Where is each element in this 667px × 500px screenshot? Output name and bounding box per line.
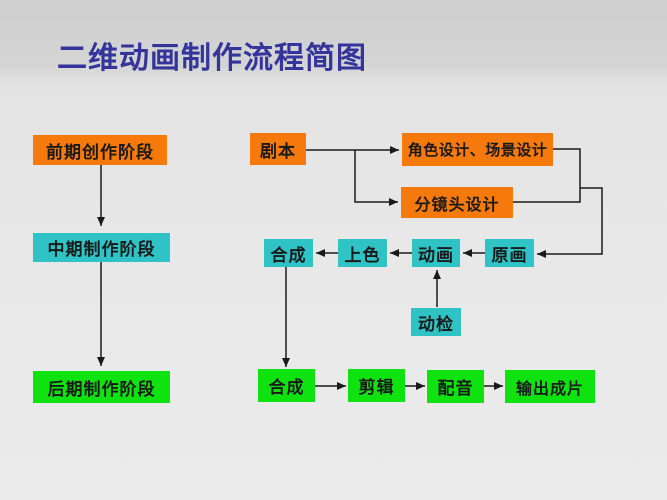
node-stage-post-label: 后期制作阶段	[47, 379, 156, 399]
node-design-label: 角色设计、场景设计	[407, 143, 548, 159]
edge-script-to-storyboard	[354, 150, 398, 206]
node-keyframe-label: 原画	[491, 245, 528, 265]
node-stage-mid: 中期制作阶段	[33, 233, 170, 262]
node-design: 角色设计、场景设计	[402, 133, 553, 166]
node-keyframe: 原画	[485, 239, 534, 267]
node-stage-pre-label: 前期创作阶段	[46, 142, 154, 162]
node-motion-check: 动检	[411, 308, 461, 336]
node-stage-pre: 前期创作阶段	[33, 135, 167, 165]
node-stage-post: 后期制作阶段	[33, 371, 170, 403]
node-composite-post: 合成	[258, 369, 315, 402]
edge-junction-to-keyframe	[537, 187, 603, 258]
node-stage-mid-label: 中期制作阶段	[47, 240, 156, 259]
node-dubbing: 配音	[427, 370, 484, 403]
node-motion-check-label: 动检	[418, 314, 454, 334]
node-coloring: 上色	[338, 239, 387, 267]
node-output-label: 输出成片	[515, 380, 584, 398]
slide-title: 二维动画制作流程简图	[57, 42, 367, 75]
node-script: 剧本	[250, 133, 306, 165]
node-output: 输出成片	[505, 370, 595, 403]
node-composite-mid: 合成	[264, 239, 313, 267]
node-animation: 动画	[412, 239, 460, 267]
node-animation-label: 动画	[418, 245, 454, 265]
node-editing-label: 剪辑	[358, 378, 395, 397]
node-script-label: 剧本	[260, 141, 296, 161]
node-coloring-label: 上色	[344, 245, 381, 265]
node-composite-post-label: 合成	[268, 378, 305, 397]
node-composite-mid-label: 合成	[270, 245, 307, 265]
node-storyboard-label: 分镜头设计	[414, 196, 500, 214]
node-storyboard: 分镜头设计	[401, 187, 513, 218]
edge-design-storyboard-junction	[513, 148, 581, 203]
node-dubbing-label: 配音	[437, 379, 474, 398]
node-editing: 剪辑	[348, 369, 405, 402]
